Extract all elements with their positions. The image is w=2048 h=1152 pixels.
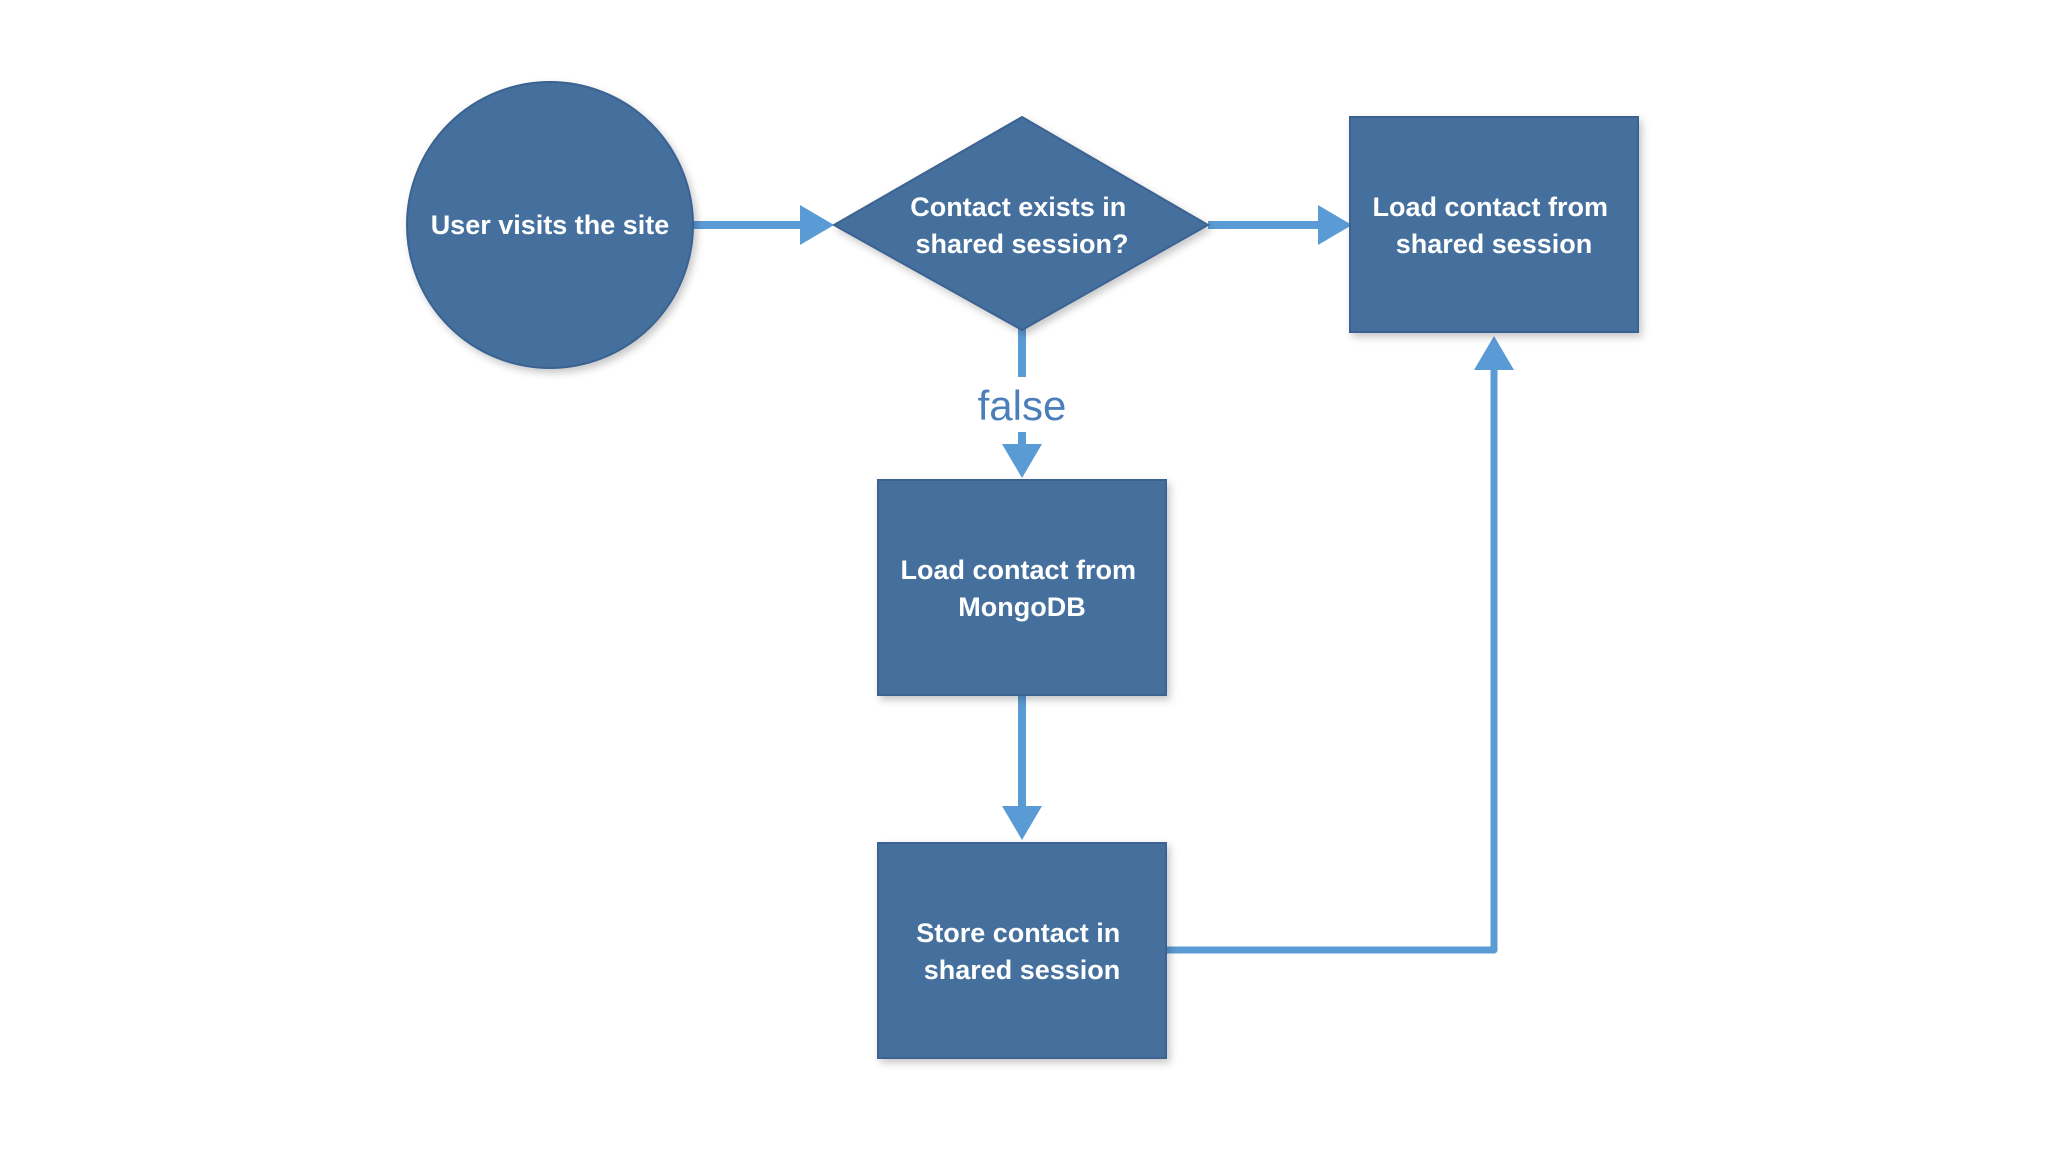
edge-decision-to-load-mongo: false <box>978 328 1067 478</box>
arrowhead <box>1002 806 1042 840</box>
edge-store-to-load-session <box>1166 336 1514 954</box>
node-decision-label-line-2: shared session? <box>915 229 1128 259</box>
load-mongo-box <box>877 479 1167 696</box>
node-start: User visits the site <box>406 81 694 369</box>
node-load-session-label-line-2: shared session <box>1396 229 1593 259</box>
node-load-session-label: Load contact from shared session <box>1372 192 1615 259</box>
node-load-mongo-label-line-2: MongoDB <box>958 592 1085 622</box>
load-session-box <box>1349 116 1639 333</box>
arrowhead <box>1318 205 1352 245</box>
node-start-label: User visits the site <box>431 210 670 240</box>
store-session-box <box>877 842 1167 1059</box>
node-store-session-label: Store contact in shared session <box>916 918 1128 985</box>
node-load-mongo-label-line-1: Load contact from <box>900 555 1136 585</box>
arrowhead <box>800 205 834 245</box>
node-load-session: Load contact from shared session <box>1349 116 1639 333</box>
node-decision-label: Contact exists in shared session? <box>910 192 1134 259</box>
node-decision: Contact exists in shared session? <box>831 115 1211 332</box>
node-decision-label-line-1: Contact exists in <box>910 192 1126 222</box>
edge-load-mongo-to-store <box>1002 695 1042 840</box>
edge-decision-to-load-session <box>1208 205 1352 245</box>
edge-line <box>1166 370 1498 954</box>
node-store-session: Store contact in shared session <box>877 842 1167 1059</box>
arrowhead <box>1474 336 1514 370</box>
node-load-mongo: Load contact from MongoDB <box>877 479 1167 696</box>
node-store-session-label-line-2: shared session <box>924 955 1121 985</box>
edge-label-false: false <box>978 382 1067 429</box>
node-store-session-label-line-1: Store contact in <box>916 918 1120 948</box>
node-load-session-label-line-1: Load contact from <box>1372 192 1608 222</box>
edge-start-to-decision <box>690 205 834 245</box>
node-load-mongo-label: Load contact from MongoDB <box>900 555 1143 622</box>
start-circle <box>406 81 694 369</box>
arrowhead <box>1002 444 1042 478</box>
decision-diamond <box>831 115 1211 332</box>
node-start-label-line-1: User visits the site <box>431 210 670 240</box>
